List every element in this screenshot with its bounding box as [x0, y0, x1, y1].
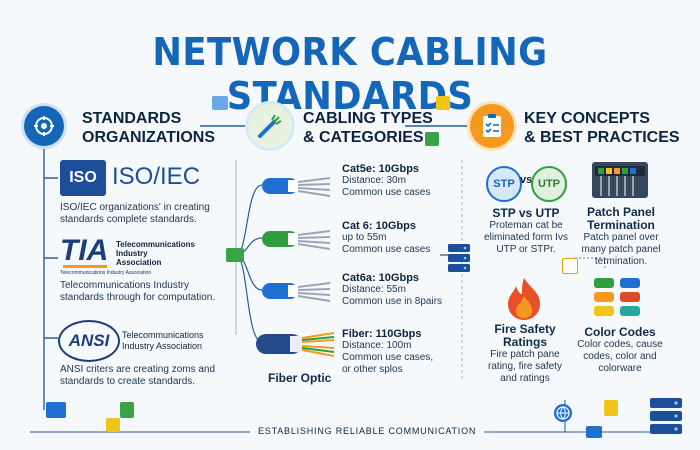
cat6a-info: Cat6a: 10Gbps Distance: 55m Common use i… — [342, 272, 443, 307]
document-icon — [436, 96, 450, 110]
iso-name: ISO/IEC — [112, 163, 201, 190]
document-icon — [106, 418, 120, 432]
utp-badge: UTP — [531, 166, 567, 202]
plus-box-icon — [562, 258, 578, 274]
ansi-desc-line1: ANSI criters are creating zoms and — [60, 364, 216, 375]
footer-tagline: ESTABLISHING RELIABLE COMMUNICATION — [250, 426, 485, 436]
ansi-sub: Telecommunications Industry Association — [122, 330, 204, 351]
cable-bundle-icon — [248, 104, 292, 148]
stp-utp-block: STP vs UTP Proteman cat be eliminated fo… — [484, 206, 568, 255]
cat5e-info: Cat5e: 10Gbps Distance: 30m Common use c… — [342, 163, 431, 198]
tia-sub: Telecommunications Industry Association — [116, 240, 195, 267]
fiber-cable-icon — [256, 328, 336, 365]
fire-safety-block: Fire Safety Ratings Fire patch pane rati… — [488, 322, 562, 385]
orgs-header-line1: STANDARDS — [82, 110, 182, 127]
network-node-icon — [586, 426, 602, 438]
tia-description: Telecommunications Industry standards th… — [60, 280, 215, 304]
iso-logo: ISO — [60, 160, 106, 196]
ansi-logo: ANSI — [58, 320, 120, 362]
swatch — [594, 292, 614, 302]
cat6a-cable-icon — [262, 279, 332, 308]
document-icon — [425, 132, 439, 146]
tia-desc-line1: Telecommunications Industry — [60, 280, 189, 291]
flame-icon — [504, 276, 544, 325]
iso-desc-line1: ISO/IEC organizations' in creating — [60, 202, 210, 213]
orgs-header: STANDARDS ORGANIZATIONS — [82, 109, 215, 147]
globe-gear-icon — [24, 106, 64, 146]
patch-panel-block: Patch Panel Termination Patch panel over… — [581, 205, 661, 268]
swatch — [594, 306, 614, 316]
iso-description: ISO/IEC organizations' in creating stand… — [60, 202, 210, 226]
orgs-header-line2: ORGANIZATIONS — [82, 129, 216, 146]
tia-logo: TIA — [60, 234, 109, 267]
types-header: CABLING TYPES & CATEGORIES — [303, 109, 433, 147]
iso-desc-line2: standards complete standards. — [60, 214, 197, 225]
types-header-line2: & CATEGORIES — [303, 129, 424, 146]
concepts-header-line2: & BEST PRACTICES — [524, 129, 680, 146]
swatch — [620, 278, 640, 288]
document-icon — [212, 96, 228, 110]
clipboard-checklist-icon — [470, 104, 514, 148]
swatch — [620, 292, 640, 302]
ansi-desc-line2: standards to create standards. — [60, 376, 196, 387]
document-icon — [604, 400, 618, 416]
junction-icon — [226, 248, 244, 262]
concepts-header-line1: KEY CONCEPTS — [524, 110, 650, 127]
ansi-description: ANSI criters are creating zoms and stand… — [60, 364, 215, 388]
server-rack-icon — [650, 398, 682, 434]
document-icon — [120, 402, 134, 418]
fiber-optic-label: Fiber Optic — [268, 371, 332, 385]
tia-tagline: Telecommunications Industry Association — [60, 270, 152, 276]
tia-desc-line2: standards through for computation. — [60, 292, 216, 303]
tia-underline — [63, 265, 107, 268]
folder-icon — [46, 402, 66, 418]
cat6-cable-icon — [262, 227, 332, 256]
page-title: NETWORK CABLING STANDARDS — [152, 30, 548, 118]
globe-icon — [554, 404, 572, 422]
patch-panel-icon — [592, 162, 648, 198]
server-icon — [448, 244, 470, 272]
types-header-line1: CABLING TYPES — [303, 110, 433, 127]
color-swatches — [594, 278, 646, 318]
concepts-header: KEY CONCEPTS & BEST PRACTICES — [524, 109, 680, 147]
stp-badge: STP — [486, 166, 522, 202]
fiber-info: Fiber: 110Gbps Distance: 100m Common use… — [342, 328, 434, 375]
swatch — [620, 306, 640, 316]
swatch — [594, 278, 614, 288]
cat6-info: Cat 6: 10Gbps up to 55m Common use cases — [342, 220, 431, 255]
vs-text: vs — [520, 174, 533, 186]
color-codes-block: Color Codes Color codes, cause codes, co… — [577, 325, 663, 374]
cat5e-cable-icon — [262, 174, 332, 203]
